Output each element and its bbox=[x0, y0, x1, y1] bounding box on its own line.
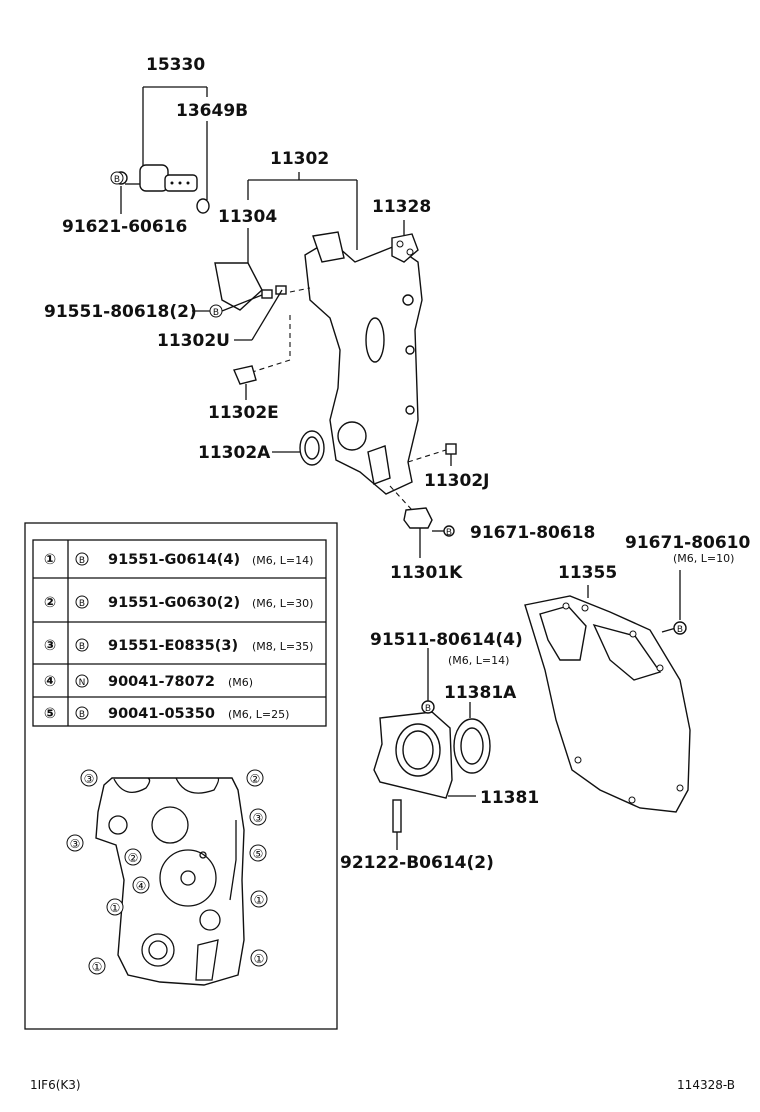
bolt-spec: (M6, L=14) bbox=[252, 554, 313, 567]
part-number: 90041-78072 bbox=[108, 674, 215, 690]
callout-91511-80614-spec: (M6, L=14) bbox=[448, 654, 509, 667]
callout-11302: 11302 bbox=[270, 149, 329, 169]
callout-13649B: 13649B bbox=[176, 101, 248, 121]
bolt-marker: B bbox=[446, 528, 452, 538]
callout-11302E: 11302E bbox=[208, 403, 279, 423]
oil-control-valve-drawing bbox=[114, 86, 210, 214]
callout-11301K: 11301K bbox=[390, 563, 463, 583]
svg-text:①: ① bbox=[254, 952, 265, 966]
oil-seal-retainer-drawing bbox=[373, 648, 491, 850]
callout-11381A: 11381A bbox=[444, 683, 517, 703]
bolt-location-marker: ① bbox=[250, 949, 268, 967]
bolt-table-row: ⑤ B 90041-05350 (M6, L=25) bbox=[44, 706, 290, 722]
callout-91671-80610: 91671-80610 bbox=[625, 533, 751, 553]
bolt-location-marker: ① bbox=[250, 890, 268, 908]
rear-end-plate-drawing bbox=[524, 570, 691, 813]
svg-text:③: ③ bbox=[253, 811, 264, 825]
svg-text:③: ③ bbox=[70, 837, 81, 851]
bolt-location-marker: ② bbox=[124, 848, 142, 866]
row-number: ① bbox=[44, 552, 56, 568]
callout-11302U: 11302U bbox=[157, 331, 230, 351]
bolt-spec: (M6) bbox=[228, 676, 253, 689]
nut-marker: N bbox=[79, 678, 86, 688]
bolt-table bbox=[24, 522, 338, 1030]
bolt-marker: B bbox=[213, 308, 219, 318]
part-number: 91551-G0630(2) bbox=[108, 595, 240, 611]
bolt-location-marker: ③ bbox=[66, 834, 84, 852]
row-number: ③ bbox=[44, 638, 56, 654]
svg-text:⑤: ⑤ bbox=[253, 847, 264, 861]
timing-chain-cover-drawing bbox=[214, 172, 457, 558]
part-number: 91551-G0614(4) bbox=[108, 552, 240, 568]
bolt-marker: B bbox=[114, 175, 120, 185]
row-number: ② bbox=[44, 595, 56, 611]
bolt-table-row: ② B 91551-G0630(2) (M6, L=30) bbox=[44, 595, 314, 611]
callout-11302A: 11302A bbox=[198, 443, 271, 463]
callout-11302J: 11302J bbox=[424, 471, 489, 491]
callout-91671-80618: 91671-80618 bbox=[470, 523, 595, 543]
bolt-location-marker: ④ bbox=[132, 876, 150, 894]
callout-11304: 11304 bbox=[218, 207, 277, 227]
bolt-marker: B bbox=[79, 710, 85, 720]
row-number: ⑤ bbox=[44, 706, 56, 722]
callout-11328: 11328 bbox=[372, 197, 431, 217]
bolt-location-marker: ③ bbox=[80, 769, 98, 787]
bolt-spec: (M6, L=25) bbox=[228, 708, 289, 721]
footer-engine-code: 1IF6(K3) bbox=[30, 1078, 81, 1092]
bolt-marker: B bbox=[79, 556, 85, 566]
bolt-location-marker: ① bbox=[88, 957, 106, 975]
bolt-location-sketch bbox=[95, 777, 245, 986]
bolt-spec: (M8, L=35) bbox=[252, 640, 313, 653]
row-number: ④ bbox=[44, 674, 56, 690]
bolt-location-marker: ① bbox=[106, 898, 124, 916]
bolt-marker: B bbox=[677, 625, 683, 635]
svg-text:③: ③ bbox=[84, 772, 95, 786]
callout-92122-B0614: 92122-B0614(2) bbox=[340, 853, 494, 873]
bolt-location-marker: ② bbox=[246, 769, 264, 787]
bolt-marker: B bbox=[79, 599, 85, 609]
callout-11381: 11381 bbox=[480, 788, 539, 808]
svg-text:④: ④ bbox=[136, 879, 147, 893]
bolt-spec: (M6, L=30) bbox=[252, 597, 313, 610]
callout-91551-80618: 91551-80618(2) bbox=[44, 302, 197, 322]
callout-11355: 11355 bbox=[558, 563, 617, 583]
part-number: 91551-E0835(3) bbox=[108, 638, 238, 654]
bolt-location-marker: ③ bbox=[249, 808, 267, 826]
callout-91511-80614: 91511-80614(4) bbox=[370, 630, 523, 650]
bolt-table-row: ③ B 91551-E0835(3) (M8, L=35) bbox=[44, 638, 314, 654]
svg-text:①: ① bbox=[92, 960, 103, 974]
bolt-location-marker: ⑤ bbox=[249, 844, 267, 862]
part-number: 90041-05350 bbox=[108, 706, 215, 722]
callout-91621-60616: 91621-60616 bbox=[62, 217, 187, 237]
callout-15330: 15330 bbox=[146, 55, 205, 75]
bolt-table-row: ① B 91551-G0614(4) (M6, L=14) bbox=[44, 552, 314, 568]
bolt-marker: B bbox=[79, 642, 85, 652]
bolt-table-row: ④ N 90041-78072 (M6) bbox=[44, 674, 253, 690]
svg-text:②: ② bbox=[250, 772, 261, 786]
svg-text:②: ② bbox=[128, 851, 139, 865]
footer-illustration-number: 114328-B bbox=[677, 1078, 735, 1092]
bolt-marker: B bbox=[425, 704, 431, 714]
svg-text:①: ① bbox=[110, 901, 121, 915]
callout-91671-80610-spec: (M6, L=10) bbox=[673, 552, 734, 565]
svg-text:①: ① bbox=[254, 893, 265, 907]
